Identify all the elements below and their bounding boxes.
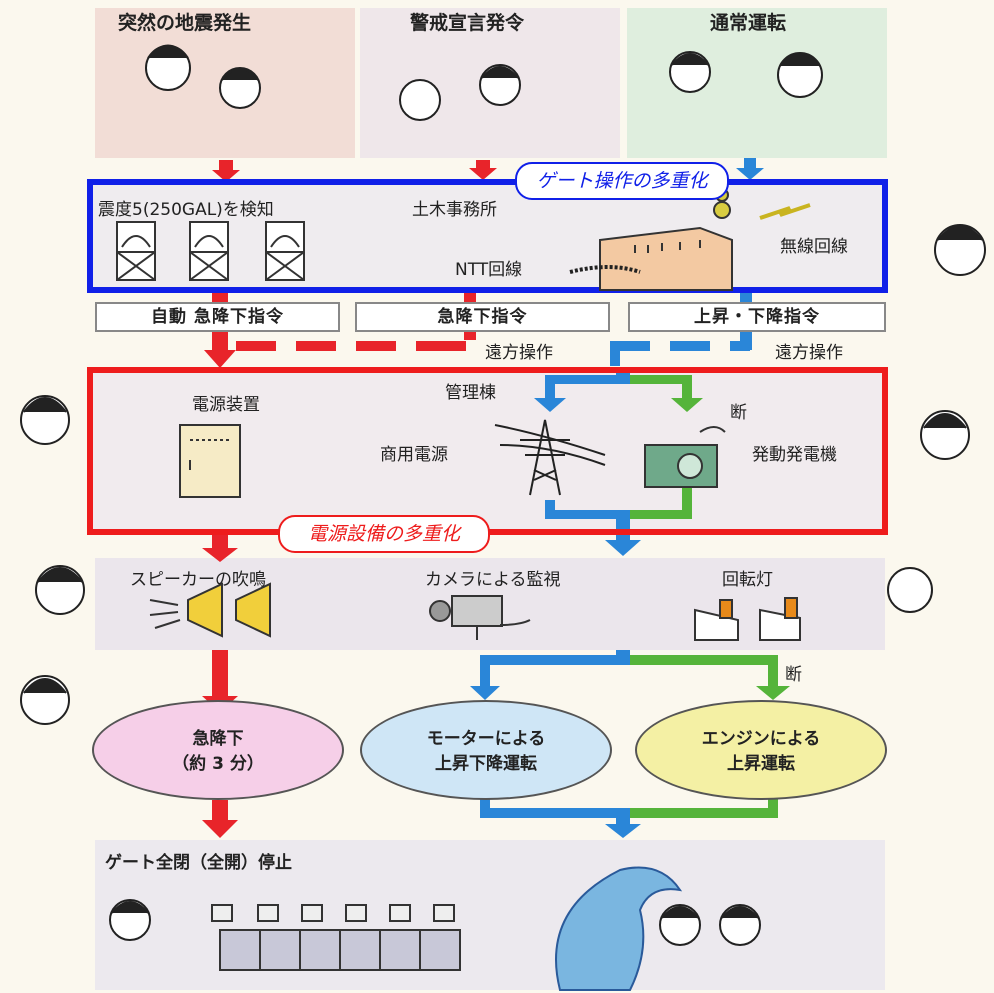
blue-flow-arrows bbox=[470, 158, 764, 838]
engine-line1: エンジンによる bbox=[701, 729, 821, 749]
motor-line2: 上昇下降運転 bbox=[435, 754, 537, 774]
engine-operation-ellipse: エンジンによる 上昇運転 bbox=[635, 700, 887, 800]
commercial-power-label: 商用電源 bbox=[380, 445, 448, 465]
power-pylon-icon bbox=[494, 419, 606, 496]
radio-line-label: 無線回線 bbox=[780, 237, 848, 257]
gate-multiplex-tag: ゲート操作の多重化 bbox=[515, 162, 729, 200]
tsunami-wave-icon bbox=[555, 866, 683, 991]
rapid-descent-line1: 急降下 bbox=[192, 729, 244, 749]
remote-op-label-1: 遠方操作 bbox=[485, 343, 553, 363]
rapid-descent-line2: （約 3 分） bbox=[172, 754, 264, 774]
gate-closed-label: ゲート全閉（全開）停止 bbox=[105, 853, 292, 873]
motor-operation-ellipse: モーターによる 上昇下降運転 bbox=[360, 700, 612, 800]
engine-line2: 上昇運転 bbox=[727, 754, 795, 774]
auto-rapid-command: 自動 急降下指令 bbox=[95, 302, 340, 332]
panel-normal-title: 通常運転 bbox=[710, 12, 787, 34]
speaker-icons bbox=[149, 582, 271, 638]
office-building-icon bbox=[569, 188, 811, 291]
character-illustrations bbox=[20, 44, 986, 946]
ntt-line-label: NTT回線 bbox=[455, 260, 523, 280]
civil-office-label: 土木事務所 bbox=[412, 200, 497, 220]
generator-label: 発動発電機 bbox=[752, 445, 837, 465]
remote-op-label-2: 遠方操作 bbox=[775, 343, 843, 363]
power-multiplex-tag: 電源設備の多重化 bbox=[278, 515, 490, 553]
gate-box-border bbox=[87, 179, 888, 293]
power-cut-label: 断 bbox=[730, 403, 747, 423]
camera-label: カメラによる監視 bbox=[425, 570, 561, 590]
green-flow-arrows bbox=[630, 375, 790, 818]
motor-line1: モーターによる bbox=[426, 729, 546, 749]
rapid-command: 急降下指令 bbox=[355, 302, 610, 332]
beacon-label: 回転灯 bbox=[722, 570, 773, 590]
seismometer-icons bbox=[116, 221, 305, 281]
generator-icon bbox=[644, 426, 726, 488]
mgmt-building-label: 管理棟 bbox=[445, 383, 496, 403]
seismic-detect-label: 震度5(250GAL)を検知 bbox=[98, 200, 274, 220]
power-unit-label: 電源装置 bbox=[192, 395, 260, 415]
panel-earthquake-title: 突然の地震発生 bbox=[118, 12, 252, 34]
power-cabinet-icon bbox=[179, 424, 241, 498]
panel-normal bbox=[627, 8, 887, 158]
gate-structure-icon bbox=[211, 904, 461, 971]
engine-cut-label: 断 bbox=[785, 665, 802, 685]
updown-command: 上昇・下降指令 bbox=[628, 302, 886, 332]
rapid-descent-ellipse: 急降下 （約 3 分） bbox=[92, 700, 344, 800]
beacon-icons bbox=[694, 597, 801, 641]
camera-icon bbox=[429, 595, 531, 640]
panel-warning-title: 警戒宣言発令 bbox=[410, 12, 525, 34]
speaker-label: スピーカーの吹鳴 bbox=[130, 570, 266, 590]
